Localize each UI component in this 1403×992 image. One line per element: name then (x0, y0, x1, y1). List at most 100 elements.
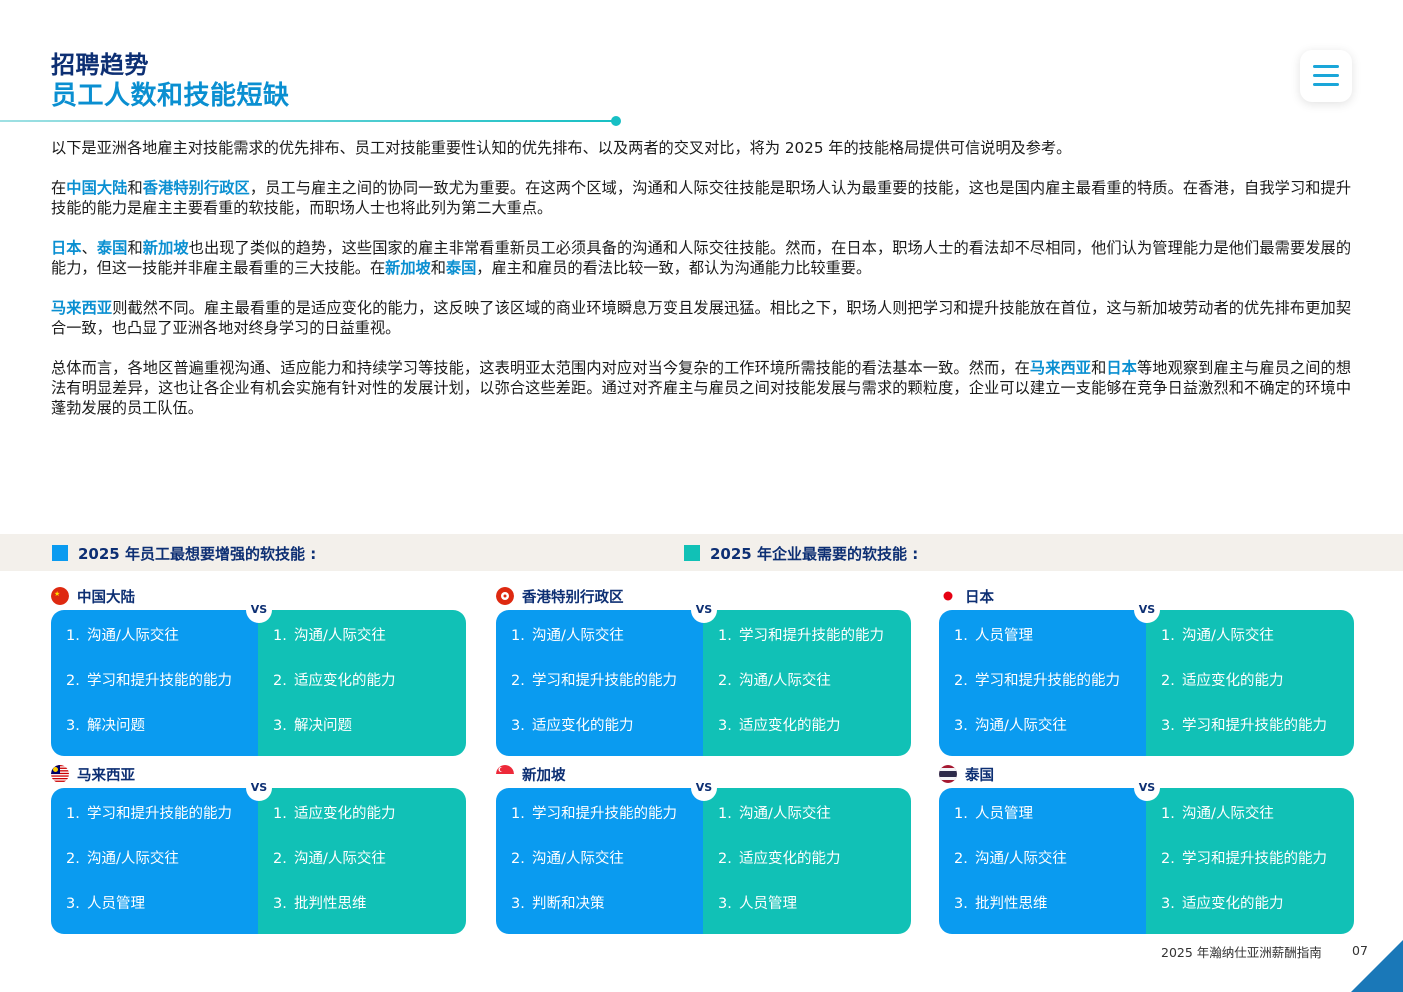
skill-rank: 3. (954, 718, 968, 734)
skill-rank: 1. (273, 806, 287, 822)
body-paragraph: 以下是亚洲各地雇主对技能需求的优先排布、员工对技能重要性认知的优先排布、以及两者… (51, 138, 1351, 158)
hong-kong-flag-icon (496, 587, 514, 605)
title-divider (0, 120, 616, 122)
intro-text: 以下是亚洲各地雇主对技能需求的优先排布、员工对技能重要性认知的优先排布、以及两者… (51, 138, 1351, 438)
menu-button[interactable] (1300, 50, 1352, 102)
skill-rank: 1. (511, 628, 525, 644)
skill-list-item: 2.沟通/人际交往 (954, 847, 1067, 868)
skill-name: 适应变化的能力 (739, 851, 841, 867)
paragraph-text: 等地观察到雇主与雇员之间的想法有明显差异，这也让各企业有机会实施有针对性的发展计… (51, 359, 1352, 417)
skill-name: 沟通/人际交往 (532, 851, 624, 867)
skill-name: 沟通/人际交往 (87, 628, 179, 644)
skill-rank: 3. (511, 896, 525, 912)
skill-rank: 1. (66, 628, 80, 644)
skill-rank: 2. (66, 851, 80, 867)
paragraph-text: 也出现了类似的趋势，这些国家的雇主非常看重新员工必须具备的沟通和人际交往技能。然… (51, 239, 1352, 277)
skill-name: 沟通/人际交往 (739, 806, 831, 822)
skill-rank: 2. (66, 673, 80, 689)
skill-name: 学习和提升技能的能力 (1182, 851, 1327, 867)
skill-list-item: 2.学习和提升技能的能力 (1161, 847, 1327, 868)
highlight-region-name: 马来西亚 (51, 299, 113, 317)
highlight-region-name: 日本 (51, 239, 82, 257)
region-name: 中国大陆 (77, 590, 135, 606)
skill-rank: 1. (511, 806, 525, 822)
region-name: 新加坡 (522, 768, 566, 784)
skill-rank: 3. (1161, 718, 1175, 734)
skill-list-item: 3.批判性思维 (273, 892, 367, 913)
skill-name: 人员管理 (87, 896, 145, 912)
skill-name: 适应变化的能力 (739, 718, 841, 734)
skill-rank: 2. (273, 673, 287, 689)
skill-list-item: 1.人员管理 (954, 624, 1033, 645)
skill-list-item: 1.学习和提升技能的能力 (66, 802, 232, 823)
vs-badge: VS (1134, 597, 1160, 623)
skill-rank: 1. (1161, 806, 1175, 822)
skill-name: 沟通/人际交往 (1182, 806, 1274, 822)
skill-name: 学习和提升技能的能力 (532, 806, 677, 822)
skill-name: 人员管理 (975, 806, 1033, 822)
skill-name: 人员管理 (739, 896, 797, 912)
skill-list-item: 1.沟通/人际交往 (273, 624, 386, 645)
japan-flag-icon (939, 587, 957, 605)
skill-name: 学习和提升技能的能力 (1182, 718, 1327, 734)
skill-list-item: 1.人员管理 (954, 802, 1033, 823)
skill-name: 判断和决策 (532, 896, 605, 912)
vs-badge: VS (246, 597, 272, 623)
skill-list-item: 3.解决问题 (273, 714, 352, 735)
skill-rank: 1. (718, 628, 732, 644)
skill-name: 适应变化的能力 (1182, 673, 1284, 689)
skill-rank: 3. (1161, 896, 1175, 912)
skill-list-item: 3.适应变化的能力 (511, 714, 634, 735)
skill-list-item: 3.适应变化的能力 (718, 714, 841, 735)
employer-skills-column: 1.学习和提升技能的能力 2.沟通/人际交往 3.适应变化的能力 (703, 610, 911, 756)
paragraph-text: 和 (127, 179, 143, 197)
skill-rank: 1. (954, 628, 968, 644)
skill-rank: 3. (273, 718, 287, 734)
skill-name: 学习和提升技能的能力 (87, 806, 232, 822)
region-name: 香港特别行政区 (522, 590, 624, 606)
skill-list-item: 1. 沟通/人际交往 (1161, 802, 1274, 823)
page-title: 招聘趋势 (51, 51, 149, 79)
body-paragraph: 总体而言，各地区普遍重视沟通、适应能力和持续学习等技能，这表明亚太范围内对应对当… (51, 358, 1351, 418)
skill-list-item: 1.沟通/人际交往 (511, 624, 624, 645)
skill-name: 沟通/人际交往 (1182, 628, 1274, 644)
region-name: 日本 (965, 590, 994, 606)
skill-list-item: 1. 适应变化的能力 (273, 802, 396, 823)
legend-employer: 2025 年企业最需要的软技能 : (684, 543, 918, 564)
legend-employer-swatch (684, 545, 700, 561)
employer-skills-column: 1.沟通/人际交往 2. 适应变化的能力 3. 学习和提升技能的能力 (1146, 610, 1354, 756)
region-name: 泰国 (965, 768, 994, 784)
vs-badge: VS (691, 597, 717, 623)
skill-name: 学习和提升技能的能力 (975, 673, 1120, 689)
skill-list-item: 2.学习和提升技能的能力 (511, 669, 677, 690)
skill-name: 沟通/人际交往 (739, 673, 831, 689)
skill-name: 沟通/人际交往 (294, 628, 386, 644)
skill-rank: 3. (66, 896, 80, 912)
thailand-flag-icon (939, 765, 957, 783)
skill-rank: 3. (66, 718, 80, 734)
skill-name: 适应变化的能力 (294, 806, 396, 822)
skill-list-item: 2.沟通/人际交往 (718, 669, 831, 690)
skill-list-item: 1.沟通/人际交往 (718, 802, 831, 823)
highlight-region-name: 新加坡 (142, 239, 189, 257)
skill-name: 沟通/人际交往 (975, 718, 1067, 734)
skill-rank: 2. (1161, 673, 1175, 689)
skill-rank: 3. (954, 896, 968, 912)
skill-list-item: 1.学习和提升技能的能力 (718, 624, 884, 645)
skill-name: 适应变化的能力 (294, 673, 396, 689)
paragraph-text: 和 (430, 259, 446, 277)
skill-list-item: 1.沟通/人际交往 (1161, 624, 1274, 645)
body-paragraph: 日本、泰国和新加坡也出现了类似的趋势，这些国家的雇主非常看重新员工必须具备的沟通… (51, 238, 1351, 278)
vs-badge: VS (1134, 775, 1160, 801)
title-divider-dot (611, 116, 621, 126)
skill-rank: 2. (511, 673, 525, 689)
